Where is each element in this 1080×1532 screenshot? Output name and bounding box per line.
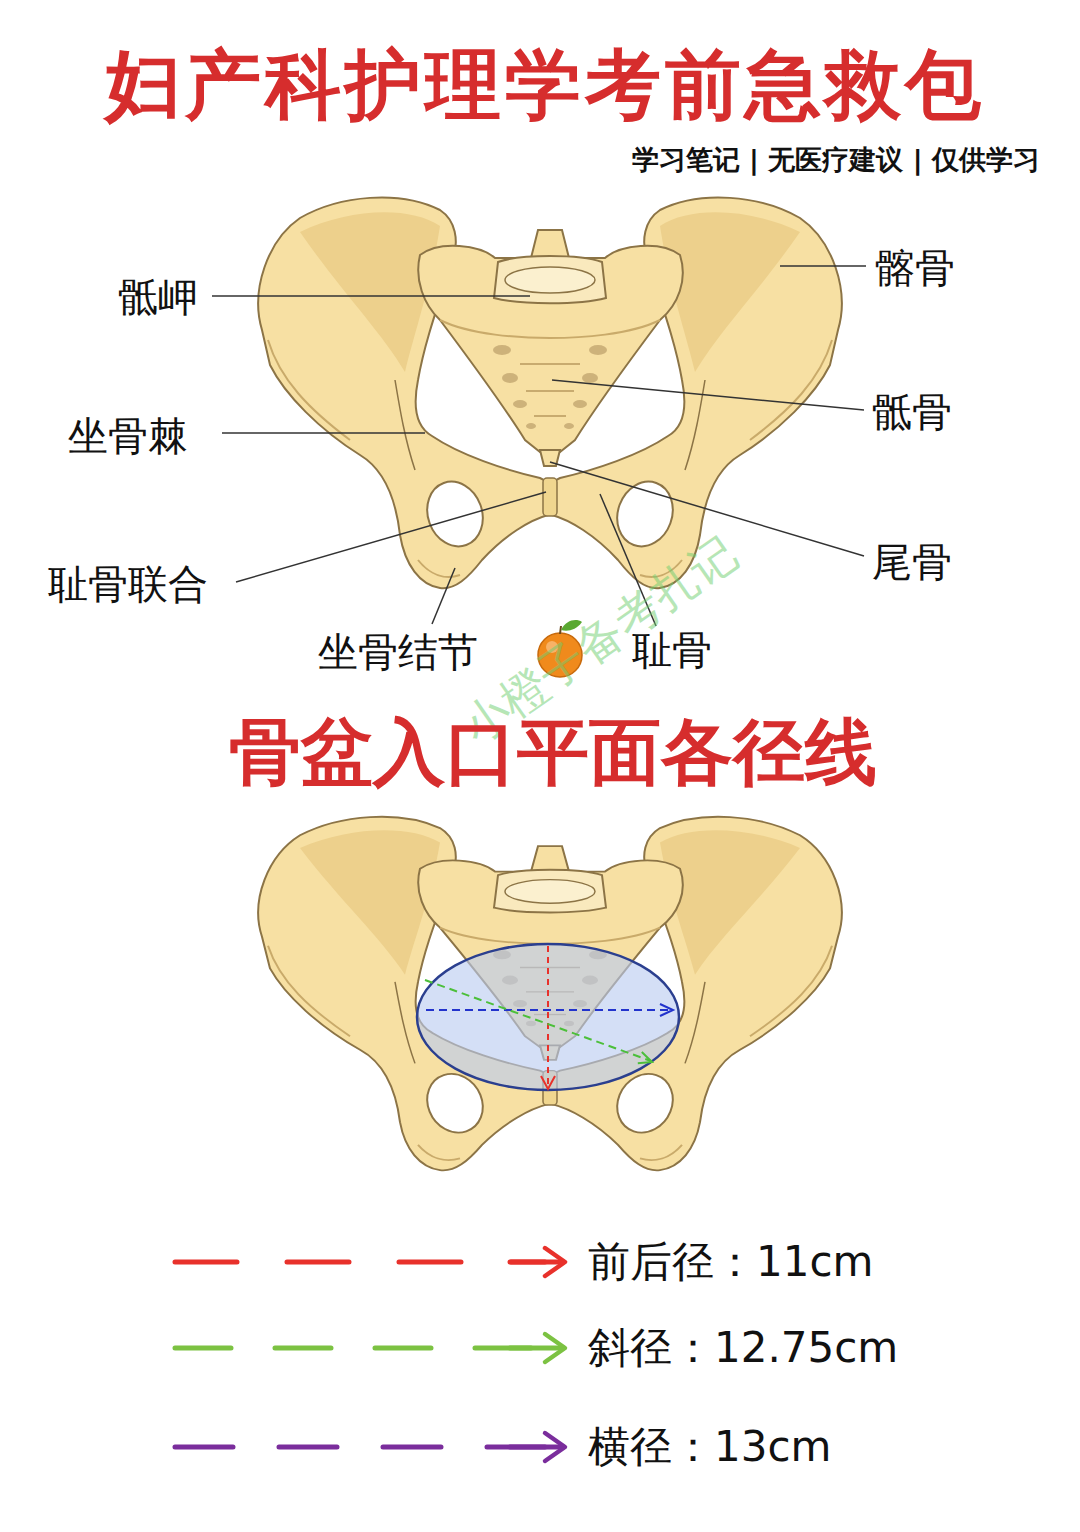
- part-name: 骶骨: [872, 388, 952, 436]
- legend-arrow-shaft: [510, 1445, 563, 1450]
- legend-entry: 前后径：11cm: [170, 1242, 1050, 1282]
- legend-text: 前后径：11cm: [588, 1237, 873, 1287]
- legend-line-sample: [170, 1242, 575, 1282]
- legend-dash: [175, 1346, 545, 1351]
- pelvis-figure: [258, 817, 841, 1171]
- legend-text: 横径：13cm: [588, 1422, 831, 1472]
- legend-line-sample: [170, 1328, 575, 1368]
- page-title: 妇产科护理学考前急救包: [105, 39, 985, 130]
- section-heading: 骨盆入口平面各径线: [229, 709, 877, 795]
- part-name: 耻骨联合: [48, 560, 208, 608]
- part-name: 尾骨: [872, 538, 952, 586]
- part-name: 坐骨棘: [68, 412, 188, 460]
- legend-entry: 横径：13cm: [170, 1427, 1050, 1467]
- legend-arrow-shaft: [510, 1346, 563, 1351]
- legend-line-sample: [170, 1427, 575, 1467]
- legend-arrow-shaft: [510, 1260, 563, 1265]
- legend-dash: [175, 1260, 545, 1265]
- part-name: 髂骨: [875, 244, 955, 292]
- pelvic-inlet-plane: [417, 944, 679, 1090]
- legend-dash: [175, 1445, 545, 1450]
- part-name: 骶岬: [118, 273, 198, 321]
- part-name: 坐骨结节: [318, 628, 478, 676]
- subtitle-note: 学习笔记 | 无医疗建议 | 仅供学习: [632, 144, 1040, 176]
- legend-text: 斜径：12.75cm: [588, 1323, 898, 1373]
- leader-lines: [212, 266, 866, 626]
- part-name: 耻骨: [632, 626, 712, 674]
- pelvis-figure: [258, 198, 841, 589]
- legend-entry: 斜径：12.75cm: [170, 1328, 1050, 1368]
